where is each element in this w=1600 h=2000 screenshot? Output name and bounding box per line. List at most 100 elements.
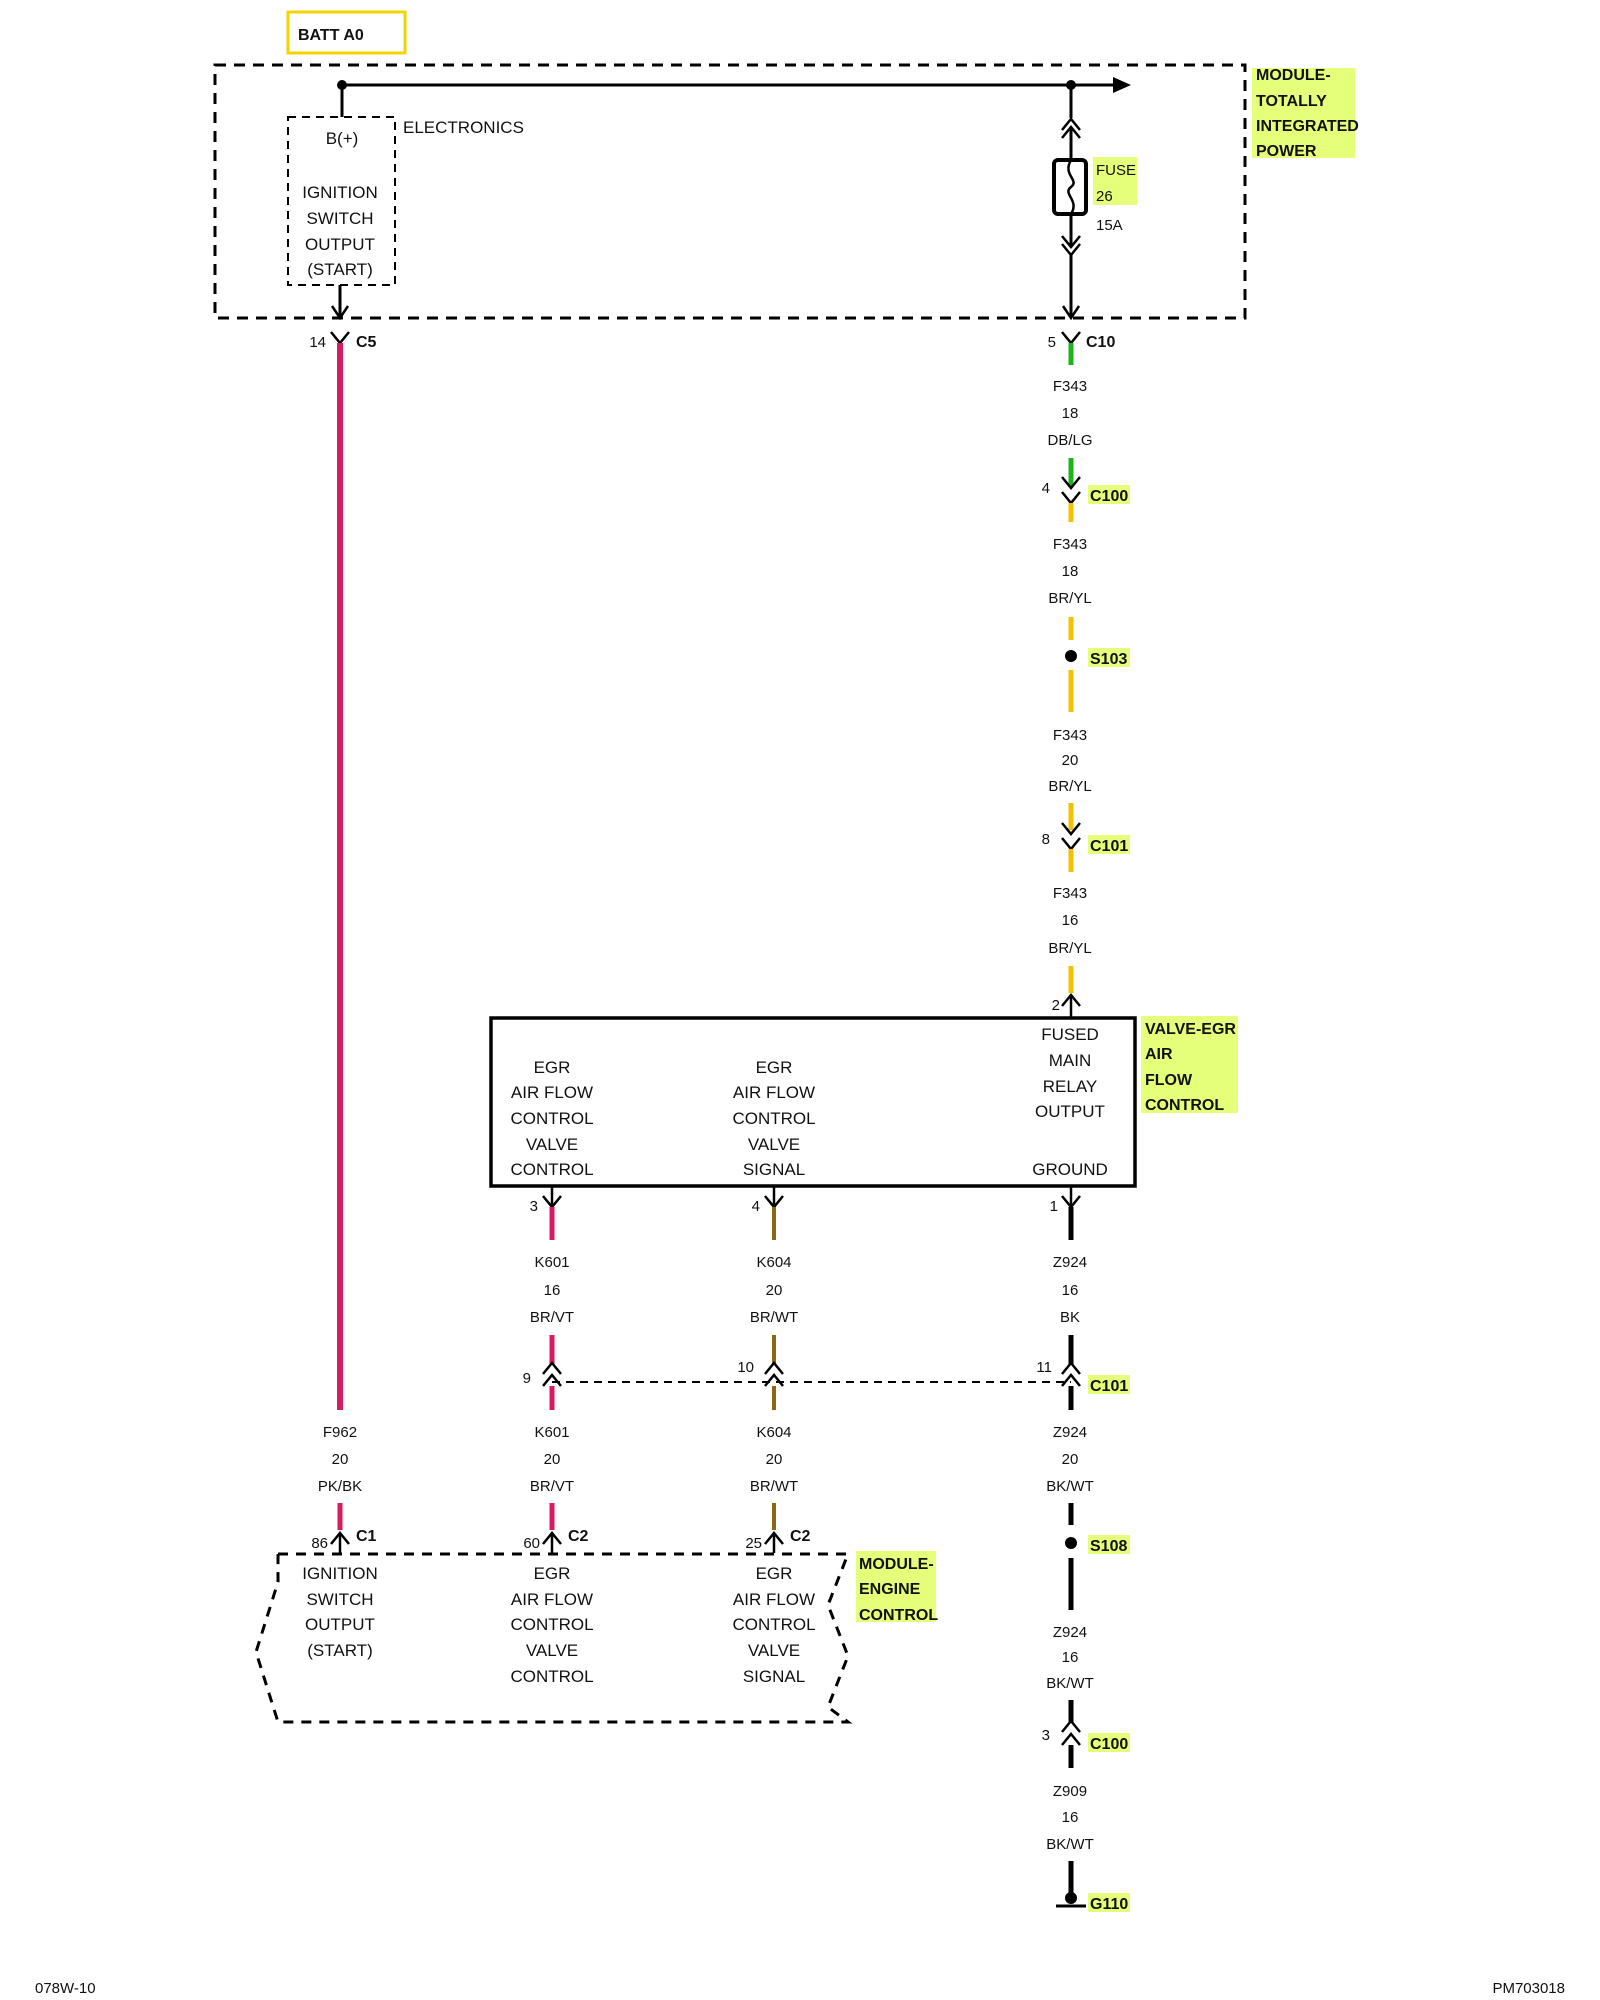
s103-highlight — [1088, 648, 1130, 667]
egr-valve-highlight — [1141, 1016, 1238, 1113]
wire-z909-circuit: Z909 — [1053, 1783, 1087, 1800]
wire-z909-gauge: 16 — [1062, 1809, 1079, 1826]
wire-k601-a-color: BR/VT — [530, 1309, 574, 1326]
ecm-col3-line1: EGR — [756, 1564, 793, 1583]
c101-pin9-female — [542, 1361, 562, 1375]
ecm-col3-line2: AIR FLOW — [733, 1590, 815, 1609]
wire-z924-c-color: BK/WT — [1046, 1675, 1094, 1692]
egr-col1-line4: VALVE — [526, 1135, 578, 1154]
wire-f343-a-gauge: 18 — [1062, 405, 1079, 422]
c5-name: C5 — [356, 334, 377, 351]
wire-z924-b-color: BK/WT — [1046, 1478, 1094, 1495]
egr-col3-line3: RELAY — [1043, 1077, 1098, 1096]
egr-col1-line2: AIR FLOW — [511, 1083, 593, 1102]
egr-col1-line1: EGR — [534, 1058, 571, 1077]
c101-top-highlight — [1088, 835, 1130, 854]
wire-z924-a-gauge: 16 — [1062, 1282, 1079, 1299]
fuse-highlight — [1093, 157, 1137, 205]
wire-k604-a-color: BR/WT — [750, 1309, 798, 1326]
fuse-bottom-terminal-1 — [1061, 235, 1081, 249]
egr-col3-ground: GROUND — [1032, 1160, 1108, 1179]
tipm-name-line-1: MODULE- — [1256, 67, 1331, 84]
egr-valve-name-3: FLOW — [1145, 1072, 1193, 1089]
egr-col1-line3: CONTROL — [510, 1109, 593, 1128]
fuse-element — [1067, 159, 1075, 215]
ecm-c2a-pin: 60 — [523, 1535, 540, 1552]
ecm-name-1: MODULE- — [859, 1556, 934, 1573]
ecm-col1-line4: (START) — [307, 1641, 372, 1660]
ecm-name-2: ENGINE — [859, 1581, 921, 1598]
g110-highlight — [1088, 1893, 1130, 1912]
c101-top-male — [1061, 822, 1081, 836]
ecm-col2-line3: CONTROL — [510, 1615, 593, 1634]
fuse-down-arrow — [1061, 305, 1081, 321]
c100-top-male — [1061, 476, 1081, 490]
wire-z924-a-circuit: Z924 — [1053, 1254, 1087, 1271]
batt-label: BATT A0 — [298, 27, 364, 44]
valve-pin4-label: 4 — [752, 1198, 760, 1215]
wire-k601-a-circuit: K601 — [534, 1254, 569, 1271]
wire-f343-c-color: BR/YL — [1048, 778, 1091, 795]
wire-f343-a-circuit: F343 — [1053, 378, 1087, 395]
egr-valve-name-4: CONTROL — [1145, 1097, 1224, 1114]
footer-left-code: 078W-10 — [35, 1980, 96, 1997]
c100-bottom-name: C100 — [1090, 1736, 1128, 1753]
c101-mid-highlight — [1088, 1375, 1130, 1394]
c10-name: C10 — [1086, 334, 1115, 351]
tipm-module-outline — [213, 63, 1247, 320]
tipm-name-line-3: INTEGRATED — [1256, 118, 1359, 135]
wire-z924-a-color: BK — [1060, 1309, 1080, 1326]
wire-k604-b-circuit: K604 — [756, 1424, 791, 1441]
c101-mid-name: C101 — [1090, 1378, 1128, 1395]
g110-name: G110 — [1090, 1896, 1128, 1913]
fuse-label: FUSE — [1096, 162, 1136, 179]
wire-f343-b-circuit: F343 — [1053, 536, 1087, 553]
ecm-c1-name: C1 — [356, 1528, 377, 1545]
ignition-bplus: B(+) — [326, 129, 359, 148]
wire-k604-a-circuit: K604 — [756, 1254, 791, 1271]
egr-valve-box — [489, 1016, 1137, 1188]
c10-pin: 5 — [1048, 334, 1056, 351]
ecm-name-3: CONTROL — [859, 1607, 938, 1624]
c100-top-name: C100 — [1090, 488, 1128, 505]
egr-col2-line1: EGR — [756, 1058, 793, 1077]
c101-pin10: 10 — [737, 1359, 754, 1376]
egr-col3-line4: OUTPUT — [1035, 1102, 1105, 1121]
egr-col2-line4: VALVE — [748, 1135, 800, 1154]
ecm-col1-line1: IGNITION — [302, 1564, 378, 1583]
c100-top-highlight — [1088, 485, 1130, 504]
tipm-name-line-4: POWER — [1256, 143, 1317, 160]
c101-pin10-female — [764, 1361, 784, 1375]
ecm-col3-line5: SIGNAL — [743, 1667, 805, 1686]
c100-top-pin: 4 — [1042, 480, 1050, 497]
wire-k601-a-gauge: 16 — [544, 1282, 561, 1299]
wire-f343-c-circuit: F343 — [1053, 727, 1087, 744]
ecm-col3-line4: VALVE — [748, 1641, 800, 1660]
ignition-line-3: SWITCH — [306, 209, 373, 228]
egr-col1-line5: CONTROL — [510, 1160, 593, 1179]
valve-pin1-label: 1 — [1050, 1198, 1058, 1215]
c100-top-female — [1061, 491, 1081, 505]
c10-connector-symbol — [1061, 331, 1081, 345]
wire-f962-gauge: 20 — [332, 1451, 349, 1468]
wire-k604-a-gauge: 20 — [766, 1282, 783, 1299]
ecm-highlight — [856, 1551, 936, 1622]
wire-f343-b-color: BR/YL — [1048, 590, 1091, 607]
fuse-number: 26 — [1096, 188, 1113, 205]
c100-bottom-highlight — [1088, 1733, 1130, 1752]
ignition-line-2: IGNITION — [302, 183, 378, 202]
ecm-col2-line4: VALVE — [526, 1641, 578, 1660]
wire-k601-b-circuit: K601 — [534, 1424, 569, 1441]
ecm-col1-line2: SWITCH — [306, 1590, 373, 1609]
fuse-top-terminal-1 — [1061, 117, 1081, 131]
c101-pin11: 11 — [1036, 1359, 1052, 1376]
wire-k601-b-gauge: 20 — [544, 1451, 561, 1468]
egr-col3-line1: FUSED — [1041, 1025, 1099, 1044]
c100-bottom-female — [1061, 1719, 1081, 1733]
wire-f343-b-gauge: 18 — [1062, 563, 1079, 580]
footer-right-code: PM703018 — [1492, 1980, 1565, 1997]
wire-z924-c-gauge: 16 — [1062, 1649, 1079, 1666]
s108-name: S108 — [1090, 1538, 1127, 1555]
wire-f962-circuit: F962 — [323, 1424, 357, 1441]
egr-col2-line5: SIGNAL — [743, 1160, 805, 1179]
